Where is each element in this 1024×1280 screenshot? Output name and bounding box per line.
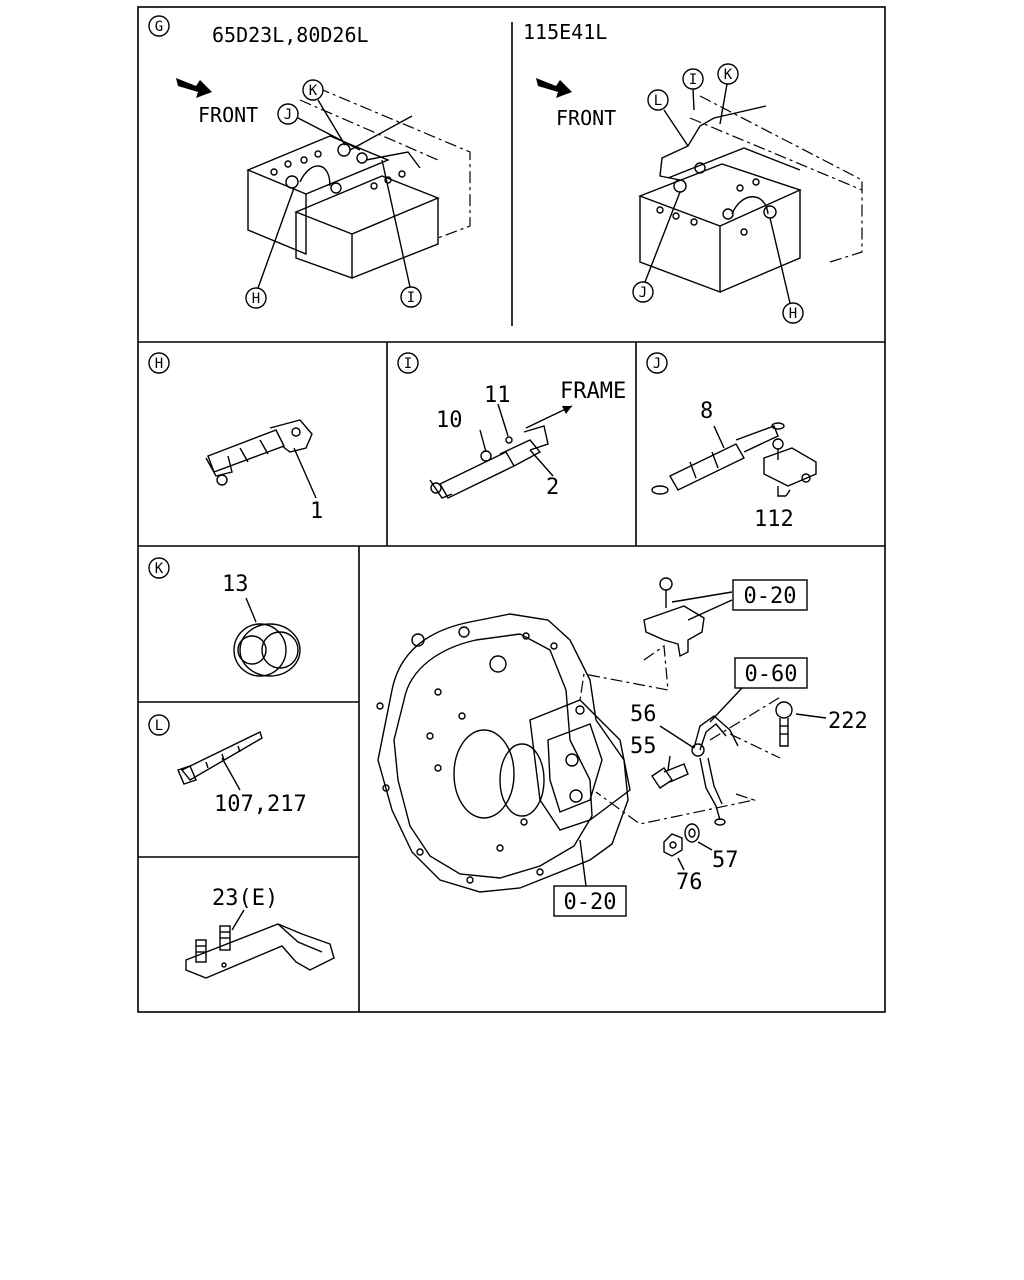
svg-text:I: I — [407, 290, 415, 306]
part-8-label: 8 — [700, 399, 713, 424]
battery-cable-part-8 — [651, 422, 785, 495]
part-1-label: 1 — [310, 499, 323, 524]
front-arrow-icon — [176, 78, 212, 98]
panel-j: J 8 112 — [646, 352, 817, 532]
left-callouts: K J H I — [245, 79, 422, 309]
frame-label: FRAME — [560, 379, 626, 404]
part-56-label: 56 — [630, 702, 657, 727]
right-battery-title: 115E41L — [523, 20, 607, 44]
diagram-frame — [137, 6, 886, 1013]
panel-h: H 1 — [148, 352, 323, 524]
svg-text:J: J — [653, 356, 661, 372]
grommet-part-13 — [233, 623, 301, 677]
part-13-label: 13 — [222, 572, 249, 597]
front-arrow-icon-right — [536, 78, 572, 98]
part-23e-label: 23(E) — [212, 886, 278, 911]
panel-g-callout: G — [155, 19, 163, 35]
panel-bracket: 23(E) — [185, 886, 335, 979]
svg-text:H: H — [252, 291, 260, 307]
svg-text:L: L — [155, 718, 163, 734]
part-55-label: 55 — [630, 734, 657, 759]
svg-text:L: L — [654, 93, 662, 109]
ref-box-mid — [734, 657, 808, 689]
ground-cable-56 — [595, 695, 783, 826]
panel-g: G 65D23L,80D26L 115E41L FRONT — [148, 15, 863, 324]
panel-main: 0-20 0-60 0-20 222 56 55 57 76 — [376, 577, 868, 917]
part-222-label: 222 — [828, 709, 868, 734]
right-battery-pair — [638, 95, 863, 294]
part-112-label: 112 — [754, 507, 794, 532]
ground-bracket — [579, 577, 733, 701]
part-107-217-label: 107,217 — [214, 792, 307, 817]
bolt-222 — [775, 701, 827, 747]
panel-i: I FRAME 10 11 2 — [397, 352, 626, 500]
panel-l: L 107,217 — [148, 714, 307, 817]
svg-text:J: J — [639, 285, 647, 301]
front-label-right: FRONT — [556, 106, 616, 130]
bolt-55 — [651, 755, 689, 789]
svg-text:K: K — [724, 67, 733, 83]
panel-k: K 13 — [148, 557, 301, 677]
left-battery-title: 65D23L,80D26L — [212, 23, 369, 47]
nut-76 — [663, 833, 685, 871]
left-battery-pair — [246, 87, 471, 279]
part-76-label: 76 — [676, 870, 703, 895]
ground-cable-part-2 — [429, 403, 554, 499]
part-2-label: 2 — [546, 475, 559, 500]
flywheel-housing — [376, 613, 631, 893]
right-callouts: L I K J H — [632, 63, 804, 324]
ref-box-top — [732, 579, 808, 611]
cable-tie-part-107 — [177, 731, 263, 791]
washer-57 — [684, 823, 713, 851]
part-57-label: 57 — [712, 848, 739, 873]
svg-text:H: H — [155, 356, 163, 372]
svg-text:J: J — [284, 107, 292, 123]
ref-box-mid-label: 0-60 — [745, 662, 798, 687]
ref-box-top-label: 0-20 — [744, 584, 797, 609]
svg-text:I: I — [689, 72, 697, 88]
part-10-label: 10 — [436, 408, 463, 433]
front-label-left: FRONT — [198, 103, 258, 127]
terminal-part-112 — [763, 438, 817, 497]
bracket-part-23 — [185, 923, 335, 979]
ref-box-bottom — [553, 885, 627, 917]
svg-text:H: H — [789, 306, 797, 322]
svg-text:K: K — [309, 83, 318, 99]
svg-text:K: K — [155, 561, 164, 577]
ref-box-bottom-label: 0-20 — [564, 890, 617, 915]
part-11-label: 11 — [484, 383, 511, 408]
svg-text:I: I — [404, 356, 412, 372]
battery-cable-part-1 — [205, 419, 317, 499]
